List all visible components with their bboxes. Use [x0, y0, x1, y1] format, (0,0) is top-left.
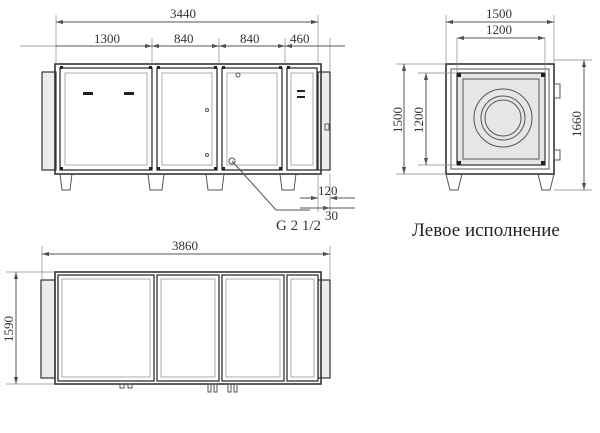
dim-30: 30	[325, 208, 338, 223]
dim-top-depth: 1590	[1, 316, 16, 342]
fan-ring-outer	[473, 88, 533, 148]
top-right-duct	[317, 279, 331, 379]
dim-side-inner-width: 1200	[486, 22, 512, 37]
dim-840-a: 840	[174, 31, 194, 46]
side-view: 1500 1200 1500 1200 1660 Левое исполнени…	[390, 6, 592, 241]
fan-impeller-icon	[484, 99, 522, 137]
top-left-duct	[40, 279, 56, 379]
front-right-duct	[317, 71, 331, 171]
fan-housing	[456, 72, 546, 166]
front-body	[54, 63, 322, 175]
pipe-label: G 2 1/2	[276, 218, 321, 234]
side-body	[445, 63, 555, 175]
dim-1300: 1300	[94, 31, 120, 46]
side-view-caption: Левое исполнение	[412, 220, 560, 241]
dim-side-height: 1500	[390, 107, 405, 133]
dim-120: 120	[318, 183, 338, 198]
handle-2	[124, 92, 134, 95]
front-panel-3	[221, 67, 283, 171]
top-body	[54, 271, 322, 385]
dim-460: 460	[290, 31, 310, 46]
dim-total-front: 3440	[170, 6, 196, 21]
pipe-connection-icon	[228, 157, 236, 165]
front-panel-4	[286, 67, 318, 171]
top-view: 3860 1590	[1, 238, 331, 393]
dim-side-inner-height: 1200	[411, 107, 426, 133]
front-panel-1	[59, 67, 153, 171]
dim-side-full-height: 1660	[569, 111, 584, 137]
dim-840-b: 840	[240, 31, 260, 46]
front-view: 3440 1300 840 840 460 120 30 G 2 1/2	[20, 6, 355, 234]
handle-1	[83, 92, 93, 95]
front-left-duct	[41, 71, 57, 171]
dim-top-total: 3860	[172, 238, 198, 253]
dim-side-outer-width: 1500	[486, 6, 512, 21]
